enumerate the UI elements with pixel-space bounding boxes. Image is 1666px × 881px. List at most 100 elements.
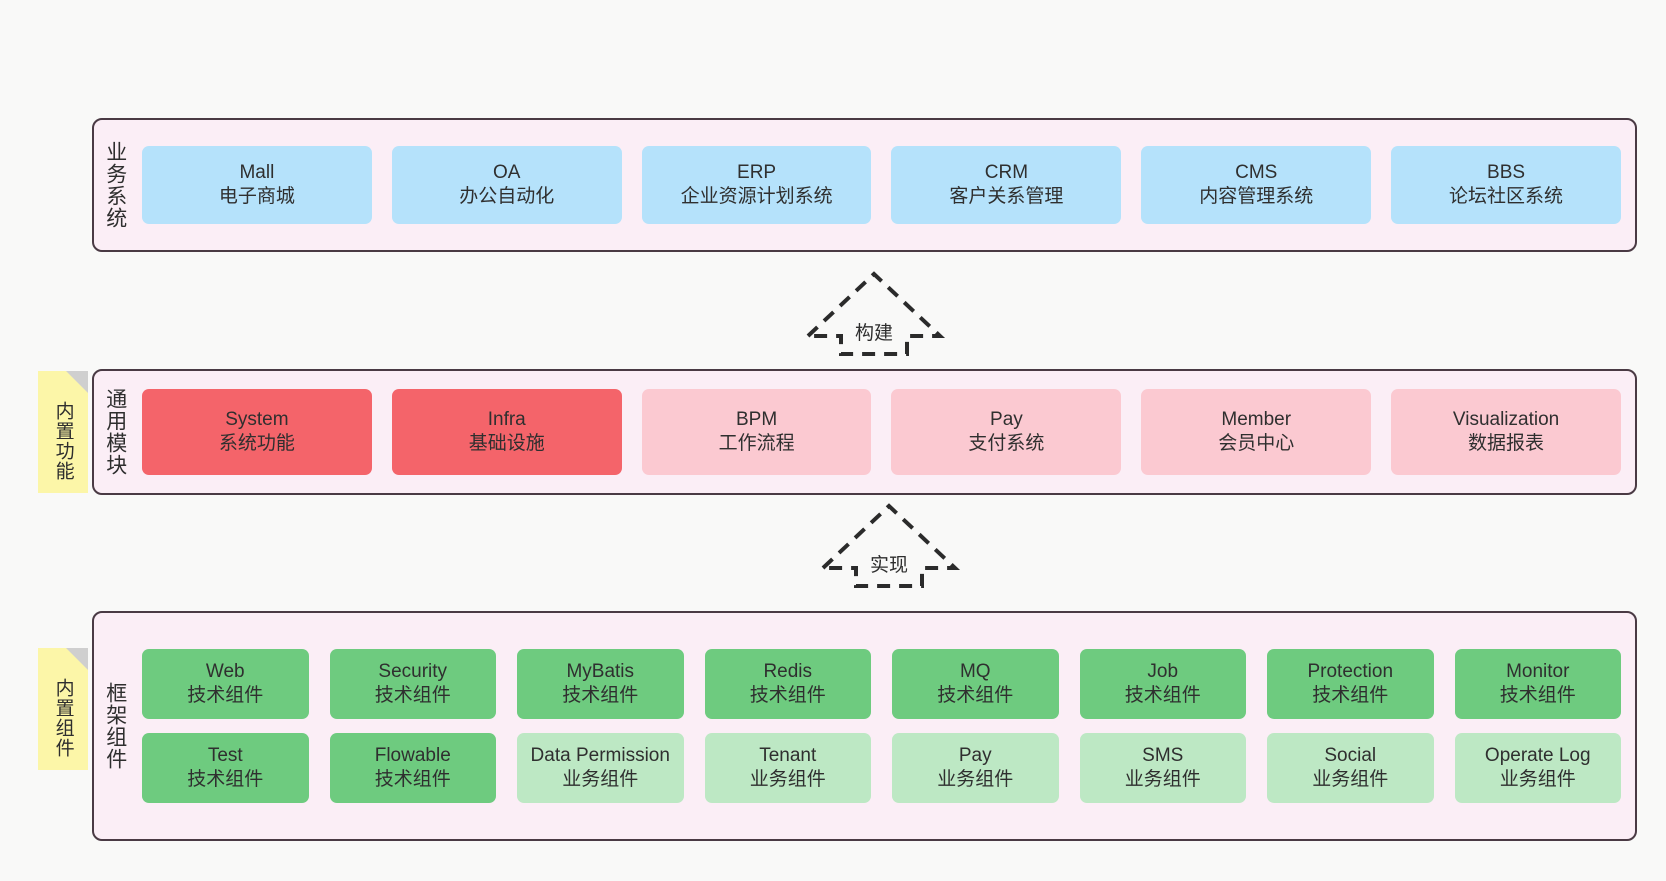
node-subtitle: 内容管理系统 <box>1199 186 1314 207</box>
connector-build: 构建 <box>800 266 948 356</box>
node-bpm[interactable]: BPM 工作流程 <box>641 389 872 475</box>
sticky-note-builtin-component: 内置组件 <box>38 648 88 770</box>
node-mq[interactable]: MQ 技术组件 <box>892 649 1059 719</box>
node-cms[interactable]: CMS 内容管理系统 <box>1141 146 1372 224</box>
layer-body-common-module: System 系统功能 Infra 基础设施 BPM 工作流程 Pay 支付系统… <box>136 371 1635 493</box>
node-job[interactable]: Job 技术组件 <box>1079 649 1246 719</box>
node-subtitle: 技术组件 <box>187 769 264 790</box>
sticky-note-builtin-function: 内置功能 <box>38 371 88 493</box>
node-social[interactable]: Social 业务组件 <box>1267 733 1434 803</box>
node-subtitle: 办公自动化 <box>459 186 555 207</box>
node-title: CMS <box>1235 162 1278 184</box>
node-subtitle: 会员中心 <box>1218 433 1295 454</box>
node-subtitle: 技术组件 <box>187 685 264 706</box>
node-title: Pay <box>958 745 992 767</box>
node-title: Tenant <box>759 745 817 767</box>
node-mall[interactable]: Mall 电子商城 <box>142 146 372 224</box>
node-tenant[interactable]: Tenant 业务组件 <box>704 733 871 803</box>
node-subtitle: 技术组件 <box>937 685 1014 706</box>
node-monitor[interactable]: Monitor 技术组件 <box>1454 649 1621 719</box>
node-subtitle: 技术组件 <box>562 685 639 706</box>
node-subtitle: 基础设施 <box>468 433 545 454</box>
node-subtitle: 业务组件 <box>1312 769 1389 790</box>
sticky-note-label: 内置功能 <box>52 401 74 481</box>
node-title: ERP <box>737 162 777 184</box>
node-oa[interactable]: OA 办公自动化 <box>391 146 622 224</box>
node-title: Social <box>1324 745 1377 767</box>
node-bbs[interactable]: BBS 论坛社区系统 <box>1391 146 1621 224</box>
node-infra[interactable]: Infra 基础设施 <box>391 389 622 475</box>
node-subtitle: 技术组件 <box>374 769 451 790</box>
node-sms[interactable]: SMS 业务组件 <box>1079 733 1246 803</box>
node-title: CRM <box>984 162 1029 184</box>
node-title: Monitor <box>1506 661 1570 683</box>
node-subtitle: 系统功能 <box>218 433 295 454</box>
node-title: BPM <box>735 409 778 431</box>
node-title: Member <box>1221 409 1292 431</box>
node-pay-module[interactable]: Pay 支付系统 <box>891 389 1122 475</box>
layer-title-framework-component: 框架组件 <box>103 682 127 770</box>
node-title: Visualization <box>1452 409 1560 431</box>
node-row: Mall 电子商城 OA 办公自动化 ERP 企业资源计划系统 CRM 客户关系… <box>142 146 1621 224</box>
node-operate-log[interactable]: Operate Log 业务组件 <box>1454 733 1621 803</box>
node-protection[interactable]: Protection 技术组件 <box>1267 649 1434 719</box>
node-row: Web 技术组件 Security 技术组件 MyBatis 技术组件 Redi… <box>142 649 1621 719</box>
node-subtitle: 业务组件 <box>749 769 826 790</box>
connector-build-arrow-icon <box>802 271 946 356</box>
connector-build-label: 构建 <box>854 323 894 344</box>
layer-framework-component: 框架组件 Web 技术组件 Security 技术组件 MyBatis 技术组件… <box>92 611 1637 841</box>
node-subtitle: 业务组件 <box>562 769 639 790</box>
node-erp[interactable]: ERP 企业资源计划系统 <box>641 146 872 224</box>
node-redis[interactable]: Redis 技术组件 <box>704 649 871 719</box>
node-subtitle: 电子商城 <box>218 186 295 207</box>
node-title: Flowable <box>374 745 451 767</box>
node-title: Job <box>1147 661 1179 683</box>
node-title: MQ <box>959 661 991 683</box>
node-subtitle: 数据报表 <box>1468 433 1545 454</box>
node-row: Test 技术组件 Flowable 技术组件 Data Permission … <box>142 733 1621 803</box>
node-visualization[interactable]: Visualization 数据报表 <box>1391 389 1621 475</box>
node-title: Data Permission <box>530 745 670 767</box>
node-subtitle: 支付系统 <box>968 433 1045 454</box>
node-title: Infra <box>487 409 526 431</box>
connector-implement-label: 实现 <box>869 555 909 576</box>
node-security[interactable]: Security 技术组件 <box>329 649 496 719</box>
node-title: SMS <box>1142 745 1184 767</box>
node-pay-component[interactable]: Pay 业务组件 <box>892 733 1059 803</box>
node-subtitle: 技术组件 <box>1499 685 1576 706</box>
node-subtitle: 技术组件 <box>749 685 826 706</box>
layer-title-common-module: 通用模块 <box>103 388 127 476</box>
node-subtitle: 技术组件 <box>1124 685 1201 706</box>
node-flowable[interactable]: Flowable 技术组件 <box>329 733 496 803</box>
node-web[interactable]: Web 技术组件 <box>142 649 309 719</box>
node-subtitle: 工作流程 <box>718 433 795 454</box>
layer-business-system: 业务系统 Mall 电子商城 OA 办公自动化 ERP 企业资源计划系统 CRM <box>92 118 1637 252</box>
node-row: System 系统功能 Infra 基础设施 BPM 工作流程 Pay 支付系统… <box>142 389 1621 475</box>
node-title: MyBatis <box>566 661 635 683</box>
node-title: Web <box>205 661 245 683</box>
node-member[interactable]: Member 会员中心 <box>1141 389 1372 475</box>
node-title: Test <box>207 745 243 767</box>
node-data-permission[interactable]: Data Permission 业务组件 <box>517 733 684 803</box>
node-title: OA <box>493 162 521 184</box>
node-mybatis[interactable]: MyBatis 技术组件 <box>517 649 684 719</box>
node-title: Operate Log <box>1484 745 1591 767</box>
node-subtitle: 业务组件 <box>1124 769 1201 790</box>
node-title: Redis <box>763 661 813 683</box>
node-subtitle: 业务组件 <box>937 769 1014 790</box>
node-subtitle: 企业资源计划系统 <box>680 186 833 207</box>
node-title: Mall <box>239 162 275 184</box>
node-crm[interactable]: CRM 客户关系管理 <box>891 146 1122 224</box>
node-test[interactable]: Test 技术组件 <box>142 733 309 803</box>
connector-implement: 实现 <box>815 498 963 588</box>
node-subtitle: 论坛社区系统 <box>1449 186 1564 207</box>
node-title: System <box>225 409 289 431</box>
layer-body-framework-component: Web 技术组件 Security 技术组件 MyBatis 技术组件 Redi… <box>136 613 1635 839</box>
layer-common-module: 通用模块 System 系统功能 Infra 基础设施 BPM 工作流程 Pay <box>92 369 1637 495</box>
node-subtitle: 客户关系管理 <box>949 186 1064 207</box>
node-subtitle: 业务组件 <box>1499 769 1576 790</box>
node-subtitle: 技术组件 <box>1312 685 1389 706</box>
node-system[interactable]: System 系统功能 <box>142 389 372 475</box>
node-title: Protection <box>1307 661 1394 683</box>
